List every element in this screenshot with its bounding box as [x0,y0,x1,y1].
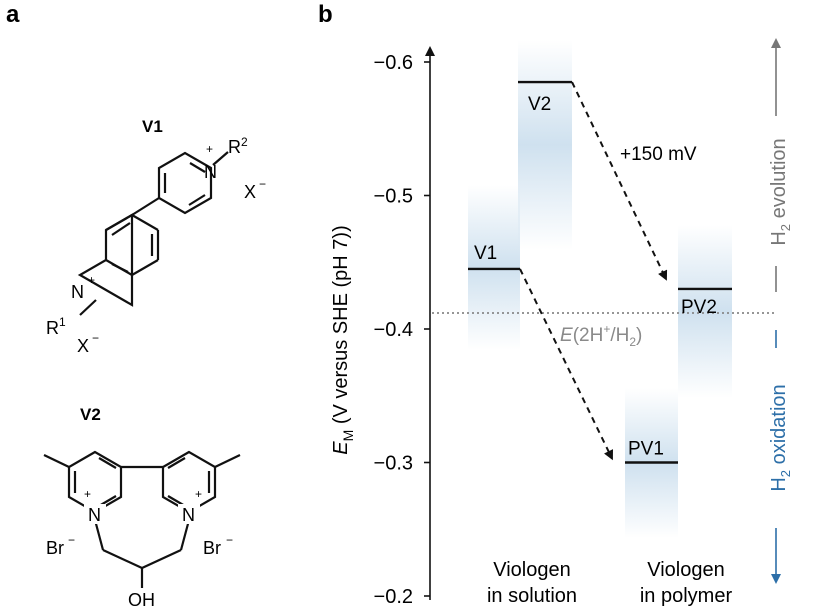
v1-plus-bottom: + [88,273,95,287]
v2-ring-right [161,450,217,514]
v1-x-top-sup: − [259,177,266,191]
level-label-v2: V2 [528,94,551,115]
shift-arrows [519,81,668,461]
y-tick-label: −0.6 [374,52,413,74]
v2-plus-right: + [195,487,202,501]
v2-oh: OH [128,590,155,608]
panel-a-label: a [6,1,20,28]
oxidation-indicator: H2 oxidation [764,330,793,584]
v1-x-bottom: X [77,336,89,356]
y-axis-title-rest: (V versus SHE (pH 7)) [330,225,352,429]
oxidation-label: H2 oxidation [768,384,793,491]
shift-label: +150 mV [620,144,697,165]
level-label-v1: V1 [474,243,497,264]
reference-label: E(2H+/H2) [560,322,642,349]
level-label-pv2: PV2 [681,297,717,318]
level-band-v1 [468,185,520,350]
panel-a: a V1 N + R 2 X [6,1,266,608]
reference-label-sub: 2 [629,335,636,349]
evolution-label-h: H [768,231,790,245]
v2-ring-left [67,450,123,514]
arrow-v1-to-pv1 [519,268,614,461]
y-axis-ticks: −0.6 −0.5 −0.4 −0.3 −0.2 [374,52,430,608]
v1-plus-top: + [206,142,213,156]
reference-label-close: ) [636,325,642,346]
v2-name: V2 [80,405,101,424]
category-polymer-line2: in polymer [640,585,733,607]
level-band-pv2 [678,225,732,398]
evolution-label: H2 evolution [768,138,793,245]
oxidation-label-h: H [768,477,790,491]
v2-br-left: Br [46,538,64,558]
arrow-v2-to-pv2 [571,81,668,281]
v2-n-right: N [182,505,195,525]
y-tick-label: −0.4 [374,319,413,341]
v1-n-bottom: N [71,282,84,302]
v1-r1: R [46,318,59,338]
y-axis-title-m: M [340,430,356,442]
y-tick-label: −0.3 [374,453,413,475]
y-tick-label: −0.2 [374,586,413,608]
category-polymer-line1: Viologen [647,559,724,581]
v1-x-bottom-sup: − [92,331,99,345]
v2-n-left-mask [84,504,106,524]
v1-r1-sup: 1 [59,315,66,329]
v2-br-right: Br [203,538,221,558]
v1-r2-sup: 2 [241,135,248,149]
level-band-v2 [518,40,572,250]
v1-structure [77,151,229,316]
reference-label-plus: + [603,322,610,336]
v2-br-left-sup: − [68,533,75,547]
v2-n-right-mask [178,504,200,524]
evolution-label-text: evolution [768,138,790,224]
v2-plus-left: + [84,487,91,501]
oxidation-label-text: oxidation [768,384,790,470]
category-solution-line2: in solution [487,585,577,607]
panel-b-label: b [318,1,333,28]
v1-r2: R [228,137,241,157]
oxidation-label-sub: 2 [778,470,793,477]
evolution-indicator: H2 evolution [764,38,793,292]
y-axis-title-e: E [330,441,352,455]
v2-br-right-sup: − [226,533,233,547]
reference-label-e: E [560,325,573,346]
v2-structure [43,450,241,588]
reference-label-open: (2H [573,325,604,346]
y-axis-title: EM (V versus SHE (pH 7)) [330,225,356,455]
v1-x-top: X [244,182,256,202]
y-tick-label: −0.5 [374,186,413,208]
level-label-pv1: PV1 [628,439,664,460]
v2-n-left: N [88,505,101,525]
v1-n-top: N [204,162,217,182]
evolution-label-sub: 2 [778,224,793,231]
v1-name: V1 [142,117,163,136]
category-solution-line1: Viologen [493,559,570,581]
panel-b: b −0.6−0.5−0.4−0.3−0.2 EM (V versus SHE … [318,1,793,608]
reference-label-slash: /H [610,325,629,346]
